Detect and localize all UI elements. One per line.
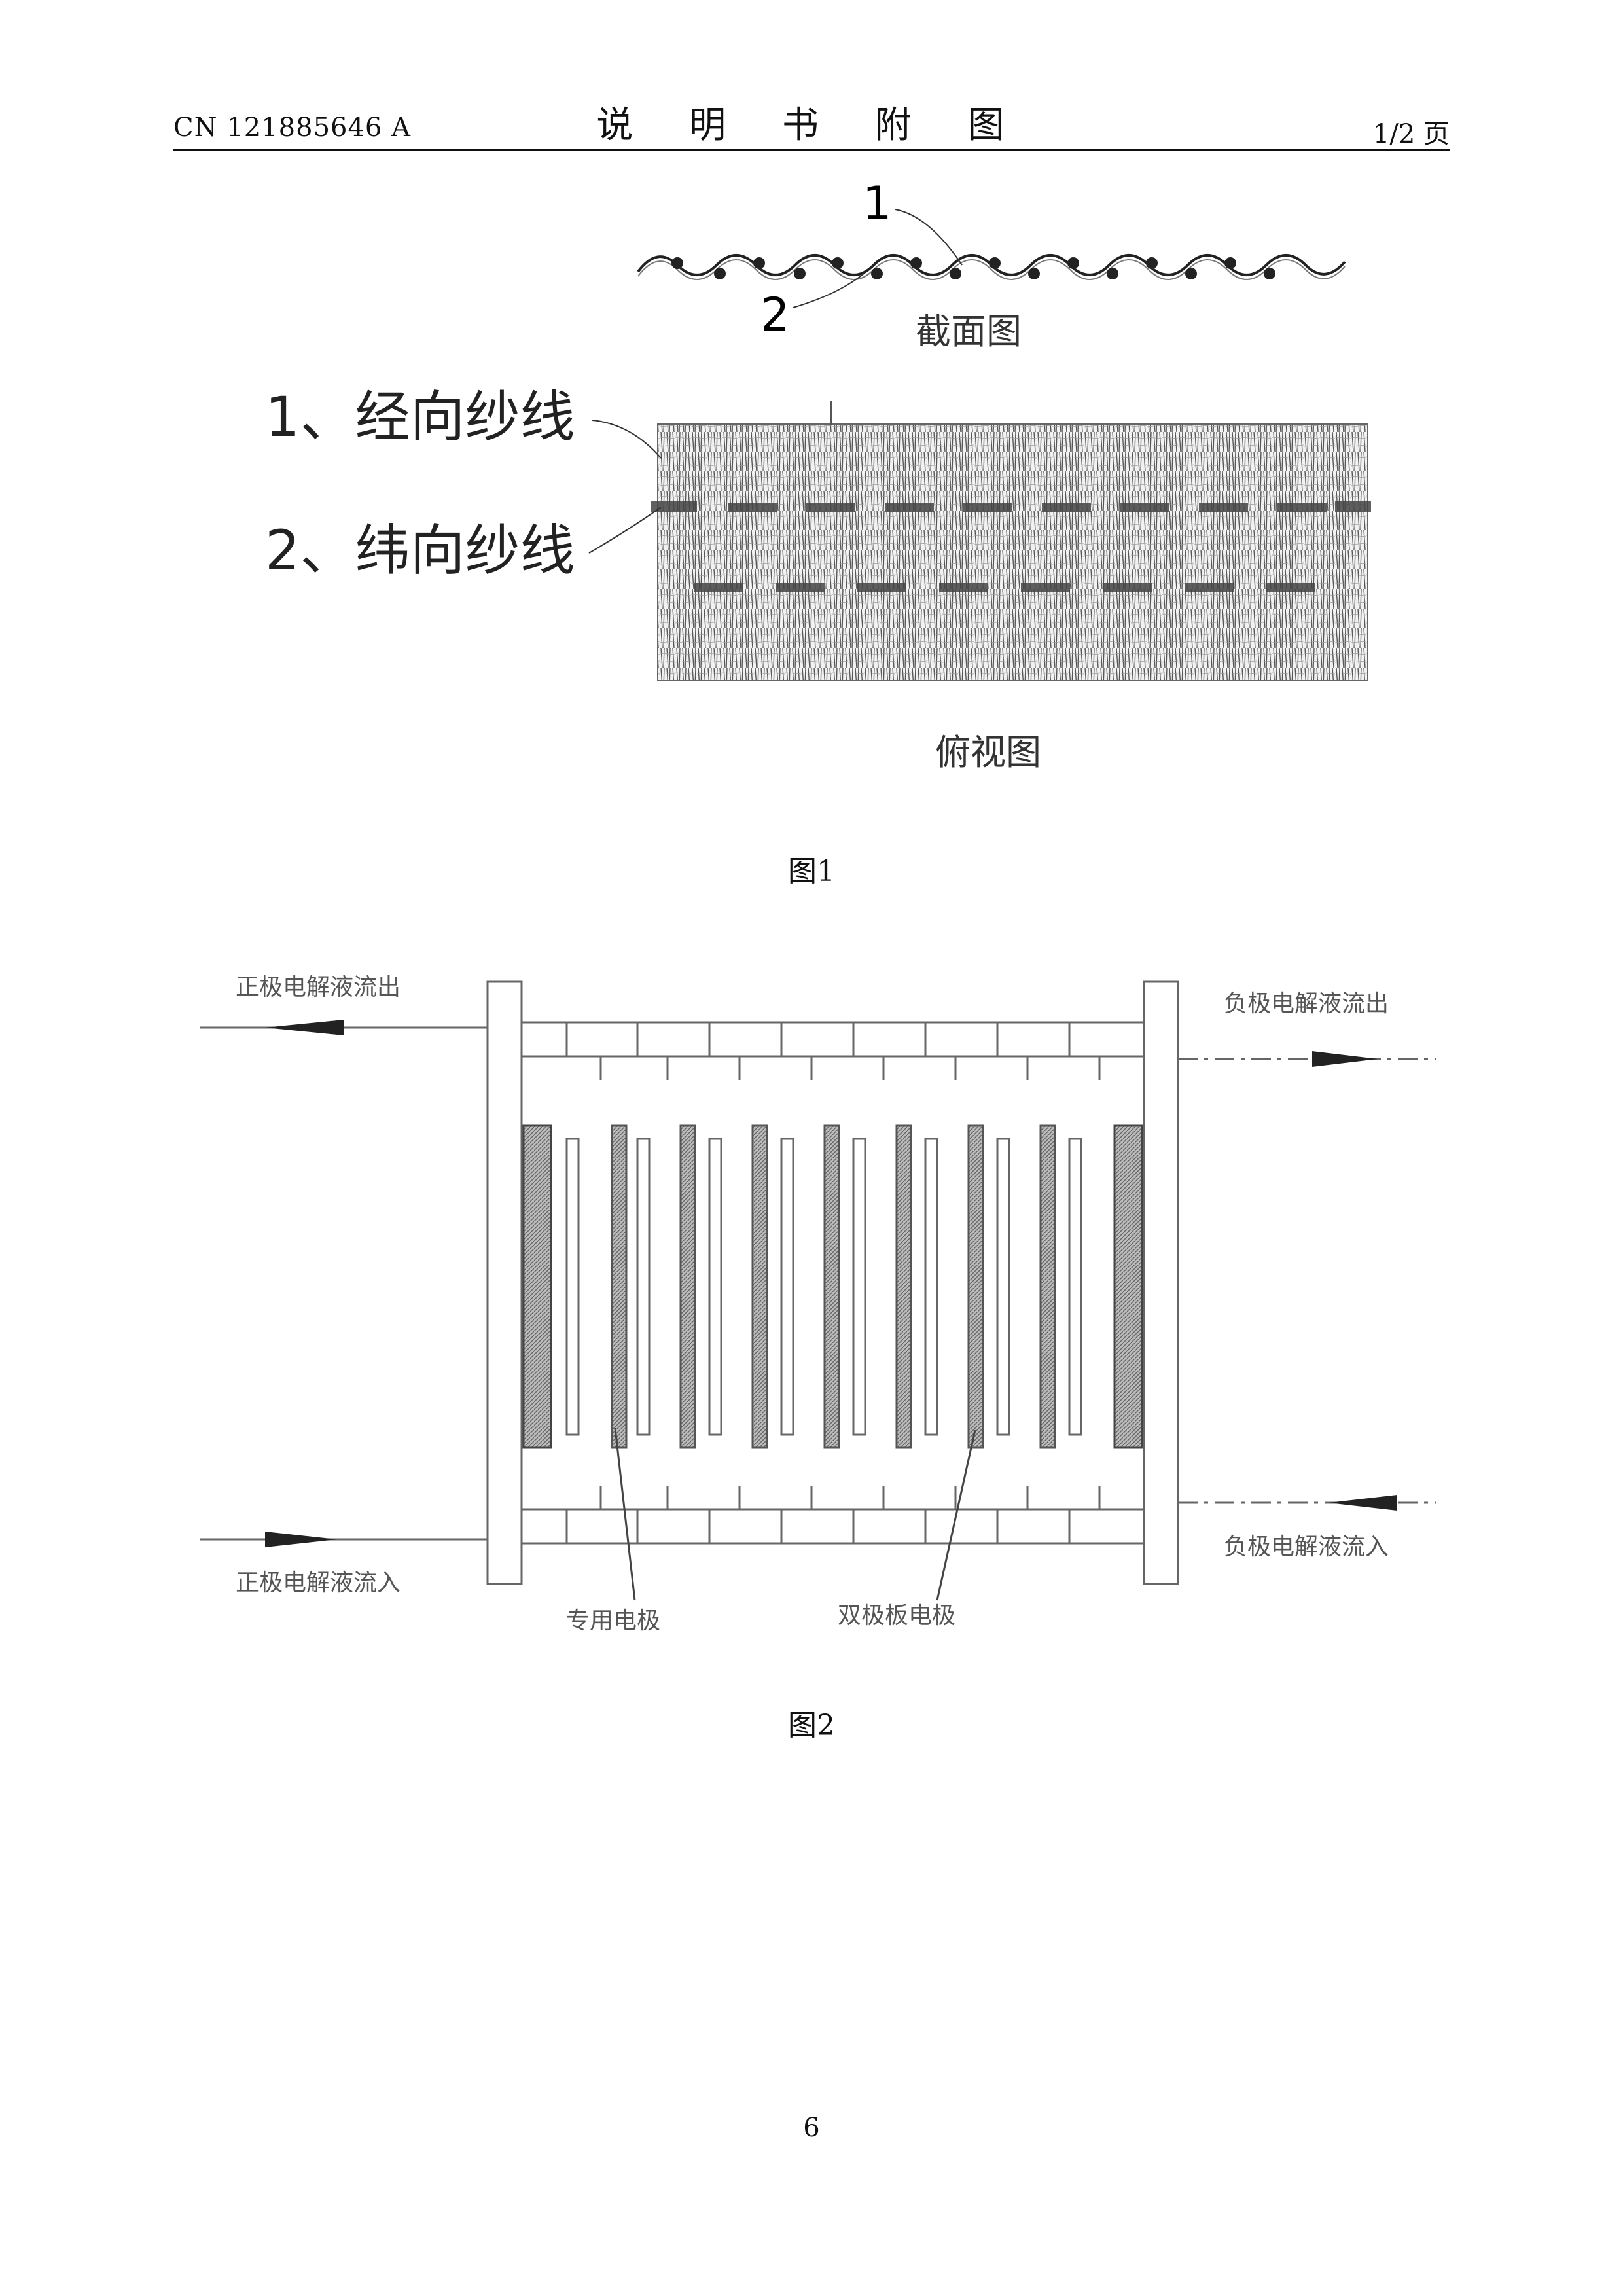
bipolar-electrodes (612, 1126, 1055, 1448)
top-manifold (522, 1022, 1144, 1056)
special-electrode-label: 专用电极 (566, 1607, 660, 1634)
cross-section-label: 截面图 (916, 311, 1022, 352)
neg-in-label: 负极电解液流入 (1224, 1534, 1389, 1560)
neg-out-label: 负极电解液流出 (1224, 990, 1389, 1017)
callout-2: 2 (760, 288, 790, 342)
figure-1-caption: 图1 (0, 848, 1623, 889)
figure-1: 1 2 截面图 1、经向纱线 2、纬向纱线 俯视图 (0, 164, 1623, 844)
top-view: 1、经向纱线 2、纬向纱线 俯视图 (265, 385, 1371, 773)
pos-in-arrow (265, 1532, 337, 1547)
leader-line-1 (895, 209, 962, 265)
header-rule (173, 149, 1450, 151)
channel-brackets (601, 1056, 1099, 1509)
pos-out-label: 正极电解液流出 (236, 974, 401, 1001)
top-view-label: 俯视图 (935, 732, 1041, 773)
bipolar-electrode-label: 双极板电极 (838, 1602, 955, 1629)
page-number: 6 (0, 2113, 1623, 2143)
neg-in-arrow (1329, 1495, 1397, 1511)
pos-in-label: 正极电解液流入 (236, 1570, 401, 1596)
fabric-swatch (658, 424, 1368, 681)
weft-yarn-label: 2、纬向纱线 (265, 518, 575, 583)
right-end-plate (1144, 982, 1178, 1584)
bipolar-electrode-leader (937, 1430, 975, 1600)
flow-lines (200, 1028, 1436, 1539)
bottom-manifold (522, 1509, 1144, 1543)
cross-section-view: 1 2 截面图 (638, 177, 1345, 352)
figure-2: 正极电解液流出 负极电解液流出 正极电解液流入 负极电解液流入 专用电极 双极板… (0, 936, 1623, 1669)
warp-yarn-label: 1、经向纱线 (265, 385, 575, 449)
callout-1: 1 (863, 177, 892, 230)
special-electrode-leader (615, 1428, 635, 1600)
figure-2-caption: 图2 (0, 1702, 1623, 1744)
neg-out-arrow (1312, 1051, 1378, 1067)
weft-leader (589, 507, 661, 553)
left-end-plate (488, 982, 522, 1584)
page-counter: 1/2 页 (1373, 113, 1450, 151)
warp-leader (592, 420, 661, 458)
leader-line-2 (793, 274, 864, 308)
pos-out-arrow (265, 1020, 344, 1035)
